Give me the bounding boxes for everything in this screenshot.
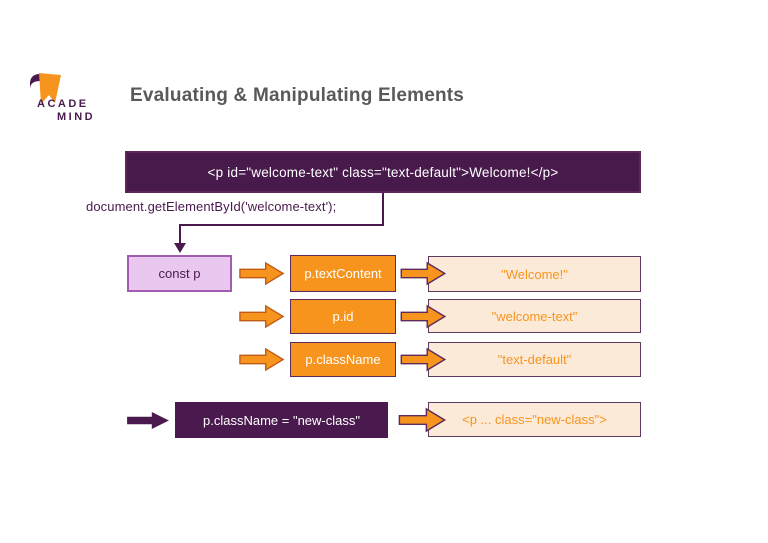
value-box-welcome: "Welcome!" — [428, 256, 641, 292]
property-box-id: p.id — [290, 299, 396, 334]
right-arrow-icon — [399, 347, 448, 372]
value-box-welcome-text: "welcome-text" — [428, 299, 641, 333]
html-code-banner: <p id="welcome-text" class="text-default… — [125, 151, 641, 193]
right-arrow-icon — [397, 407, 448, 433]
assignment-box: p.className = "new-class" — [175, 402, 388, 438]
selector-code-text: document.getElementById('welcome-text'); — [86, 199, 337, 214]
right-arrow-icon — [239, 347, 285, 372]
dark-right-arrow-icon — [125, 411, 171, 430]
right-arrow-icon — [399, 304, 448, 329]
right-arrow-icon — [239, 304, 285, 329]
page-title: Evaluating & Manipulating Elements — [130, 85, 465, 106]
academind-logo: ACADE MIND — [26, 71, 106, 125]
right-arrow-icon — [399, 261, 448, 286]
right-arrow-icon — [239, 261, 285, 286]
logo-text-mind: MIND — [57, 111, 95, 123]
logo-ribbon-icon: ACADE MIND — [30, 73, 95, 123]
connector-arrow-icon — [170, 193, 392, 255]
property-box-classname: p.className — [290, 342, 396, 377]
value-box-text-default: "text-default" — [428, 342, 641, 377]
property-box-textcontent: p.textContent — [290, 255, 396, 292]
logo-text-acade: ACADE — [37, 98, 89, 110]
value-box-new-class: <p ... class="new-class"> — [428, 402, 641, 437]
variable-box: const p — [127, 255, 232, 292]
